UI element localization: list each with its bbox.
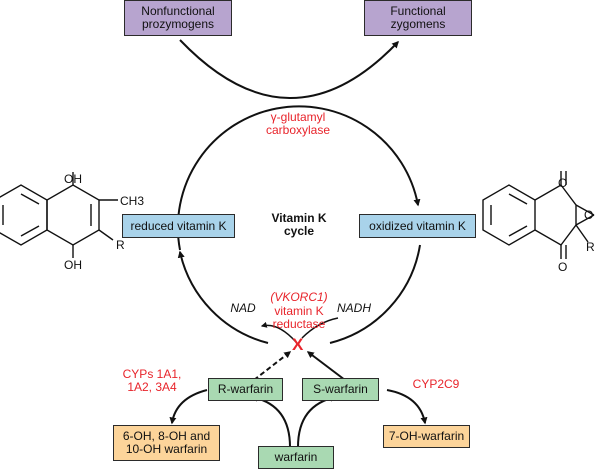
cyps-label: CYPs 1A1, 1A2, 3A4 bbox=[122, 367, 182, 394]
left-r-label: R bbox=[116, 238, 125, 252]
nonfunctional-prozymogens-box: Nonfunctional prozymogens bbox=[124, 0, 232, 36]
warfarin-box: warfarin bbox=[258, 446, 334, 469]
reduced-vitamin-k-structure bbox=[0, 172, 118, 258]
s-warfarin-metabolite-box: 7-OH-warfarin bbox=[383, 425, 470, 448]
r-warfarin-dashed-arrow bbox=[253, 351, 292, 381]
functional-zygomens-box: Functional zygomens bbox=[364, 0, 472, 36]
oxidized-vitamin-k-structure bbox=[482, 171, 595, 259]
right-r-label: R bbox=[586, 240, 595, 254]
nad-label: NAD bbox=[230, 301, 256, 315]
cycle-arc-top bbox=[176, 105, 421, 251]
right-o-bottom-label: O bbox=[558, 260, 568, 274]
reduced-vitamin-k-box: reduced vitamin K bbox=[122, 214, 235, 238]
right-o-epoxide-label: O bbox=[584, 208, 594, 222]
r-warfarin-box: R-warfarin bbox=[208, 378, 283, 401]
left-oh-top-label: OH bbox=[64, 172, 82, 186]
cycle-label: Vitamin K cycle bbox=[271, 211, 327, 238]
nadh-arc bbox=[301, 317, 339, 339]
s-metabolism-arrow bbox=[386, 389, 428, 425]
zymogen-arc bbox=[179, 39, 399, 99]
reductase-label: vitamin K reductase bbox=[272, 304, 326, 331]
carboxylase-label: γ-glutamyl carboxylase bbox=[265, 110, 331, 137]
inhibition-x-icon: X bbox=[292, 335, 304, 354]
cycle-arc-right bbox=[329, 244, 421, 344]
warfarin-to-r-arrow bbox=[250, 394, 291, 448]
s-warfarin-box: S-warfarin bbox=[302, 378, 379, 401]
left-oh-bottom-label: OH bbox=[64, 258, 82, 272]
s-warfarin-arrow bbox=[306, 351, 346, 381]
r-metabolism-arrow bbox=[169, 389, 208, 425]
cyp2c9-label: CYP2C9 bbox=[412, 377, 460, 391]
warfarin-to-s-arrow bbox=[297, 394, 338, 448]
vkorc1-label: (VKORC1) bbox=[270, 290, 328, 304]
nad-arc bbox=[260, 321, 297, 343]
right-o-top-label: O bbox=[558, 176, 568, 190]
r-warfarin-metabolites-box: 6-OH, 8-OH and 10-OH warfarin bbox=[113, 425, 220, 461]
oxidized-vitamin-k-box: oxidized vitamin K bbox=[359, 214, 476, 238]
cycle-arc-left bbox=[177, 250, 269, 344]
nadh-label: NADH bbox=[336, 301, 371, 315]
left-ch3-label: CH3 bbox=[120, 194, 145, 208]
